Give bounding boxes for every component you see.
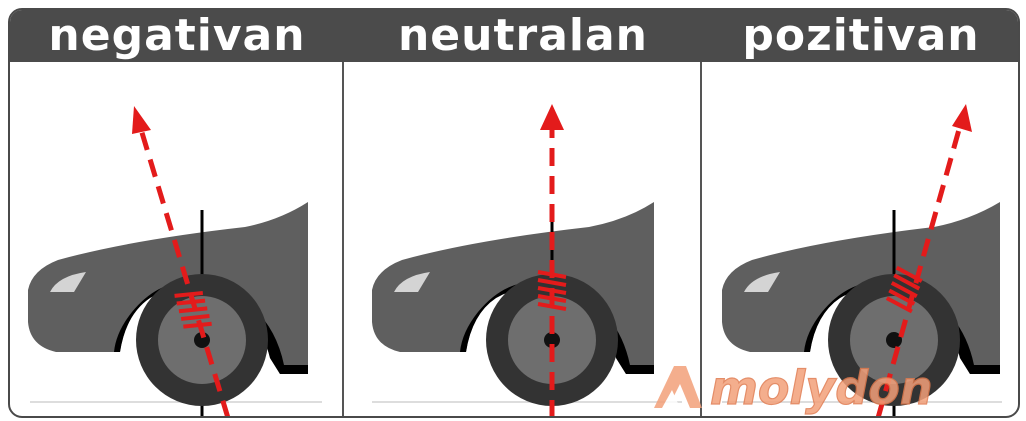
label-negative: negativan [48,10,306,61]
wheel-arch [114,281,308,374]
label-neutral: neutralan [397,10,648,61]
headlight [394,272,430,292]
panel-positive [702,62,1018,416]
car-neutral [372,104,682,416]
hub [194,332,210,348]
headlight [744,272,780,292]
hub [544,332,560,348]
molydon-logo: molydon [640,350,1020,416]
axis-line [875,125,963,416]
molydon-wordmark: molydon [710,361,933,415]
molydon-logo-svg: molydon [654,360,933,416]
camber-diagram-frame: negativan neutralan pozitivan [8,8,1020,418]
hub [886,332,902,348]
car-positive [722,104,1002,416]
axis-arrow-head [540,104,564,130]
label-positive: pozitivan [742,10,980,61]
spring [885,265,923,314]
axis-arrow-head [132,106,151,134]
panel-neutral [344,62,700,416]
divider-right [700,62,702,416]
panel-negative [10,62,342,416]
divider-left [342,62,344,416]
header-bar: negativan neutralan pozitivan [10,10,1018,62]
axis-arrow-head [952,104,972,132]
axis-line [137,125,231,416]
headlight [50,272,86,292]
car-negative [28,106,322,416]
molydon-logo-mark [654,366,702,408]
